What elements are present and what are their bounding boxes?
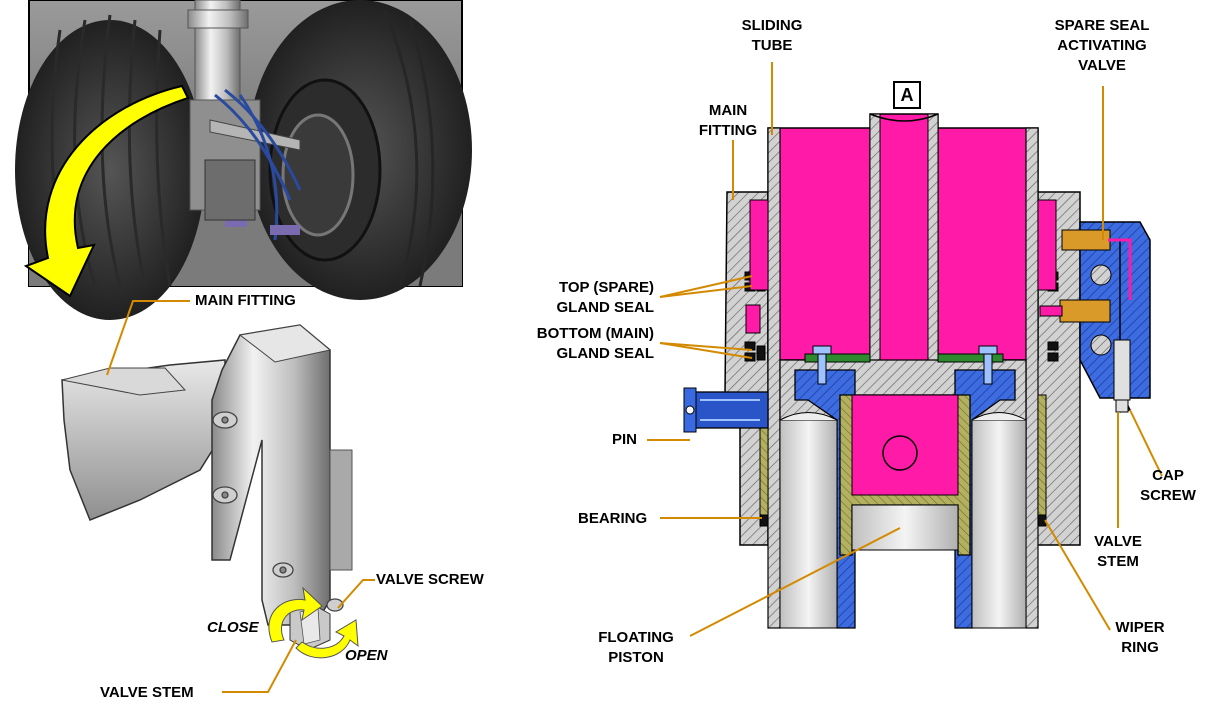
- label-pin: PIN: [612, 431, 638, 448]
- section-leaders: [647, 62, 1163, 637]
- label-open: OPEN: [345, 647, 388, 664]
- label-bottom-gland-seal: BOTTOM (MAIN)GLAND SEAL: [536, 325, 654, 362]
- label-top-gland-seal: TOP (SPARE)GLAND SEAL: [556, 279, 655, 316]
- label-close: CLOSE: [207, 619, 259, 636]
- label-valve-stem-3d: VALVE STEM: [100, 684, 194, 701]
- label-valve-screw: VALVE SCREW: [376, 571, 484, 588]
- label-bearing: BEARING: [578, 510, 648, 527]
- open-arrow: [295, 619, 359, 659]
- close-arrow: [268, 586, 323, 643]
- zoom-arrow: [23, 84, 190, 298]
- landing-gear-photo: [15, 0, 472, 320]
- main-fitting-3d: [61, 324, 353, 651]
- view-marker-a: A: [893, 81, 921, 109]
- pin-part: [683, 387, 769, 433]
- shock-strut-section: [683, 113, 1151, 629]
- left-leaders: [106, 300, 375, 693]
- label-main-fitting-3d: MAIN FITTING: [195, 292, 296, 309]
